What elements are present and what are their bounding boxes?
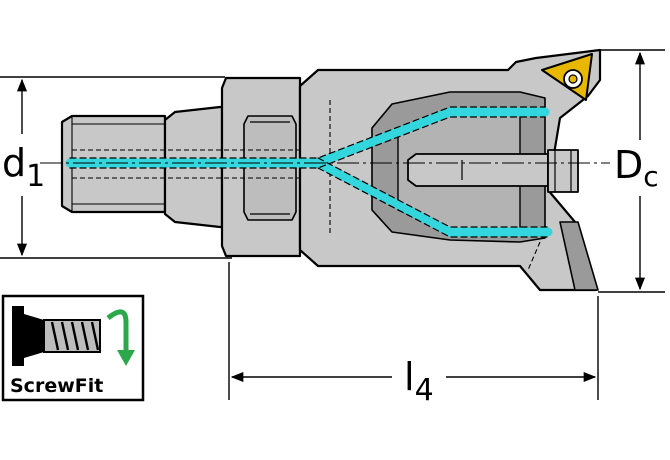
svg-text:d1: d1 bbox=[2, 141, 45, 194]
svg-text:Dc: Dc bbox=[614, 143, 659, 193]
screw-icon bbox=[12, 306, 101, 366]
lower-insert-seat bbox=[559, 221, 599, 291]
svg-text:l4: l4 bbox=[404, 355, 434, 408]
screwfit-badge: ScrewFit bbox=[1, 294, 145, 402]
extension-lines bbox=[0, 49, 665, 400]
clamp-screw bbox=[407, 153, 549, 187]
rotate-arrow-icon bbox=[106, 309, 135, 366]
dimension-d1: d1 bbox=[2, 78, 45, 257]
dimension-l4: l4 bbox=[230, 355, 597, 408]
l4-sub: 4 bbox=[415, 373, 434, 408]
d1-main: d bbox=[2, 141, 26, 185]
dc-sub: c bbox=[643, 160, 658, 193]
d1-sub: 1 bbox=[26, 159, 45, 194]
l4-main: l bbox=[404, 355, 415, 399]
dc-main: D bbox=[614, 143, 643, 187]
screwfit-label: ScrewFit bbox=[10, 375, 103, 397]
dimension-dc: Dc bbox=[614, 51, 659, 291]
clamp-screw-head bbox=[547, 149, 579, 193]
